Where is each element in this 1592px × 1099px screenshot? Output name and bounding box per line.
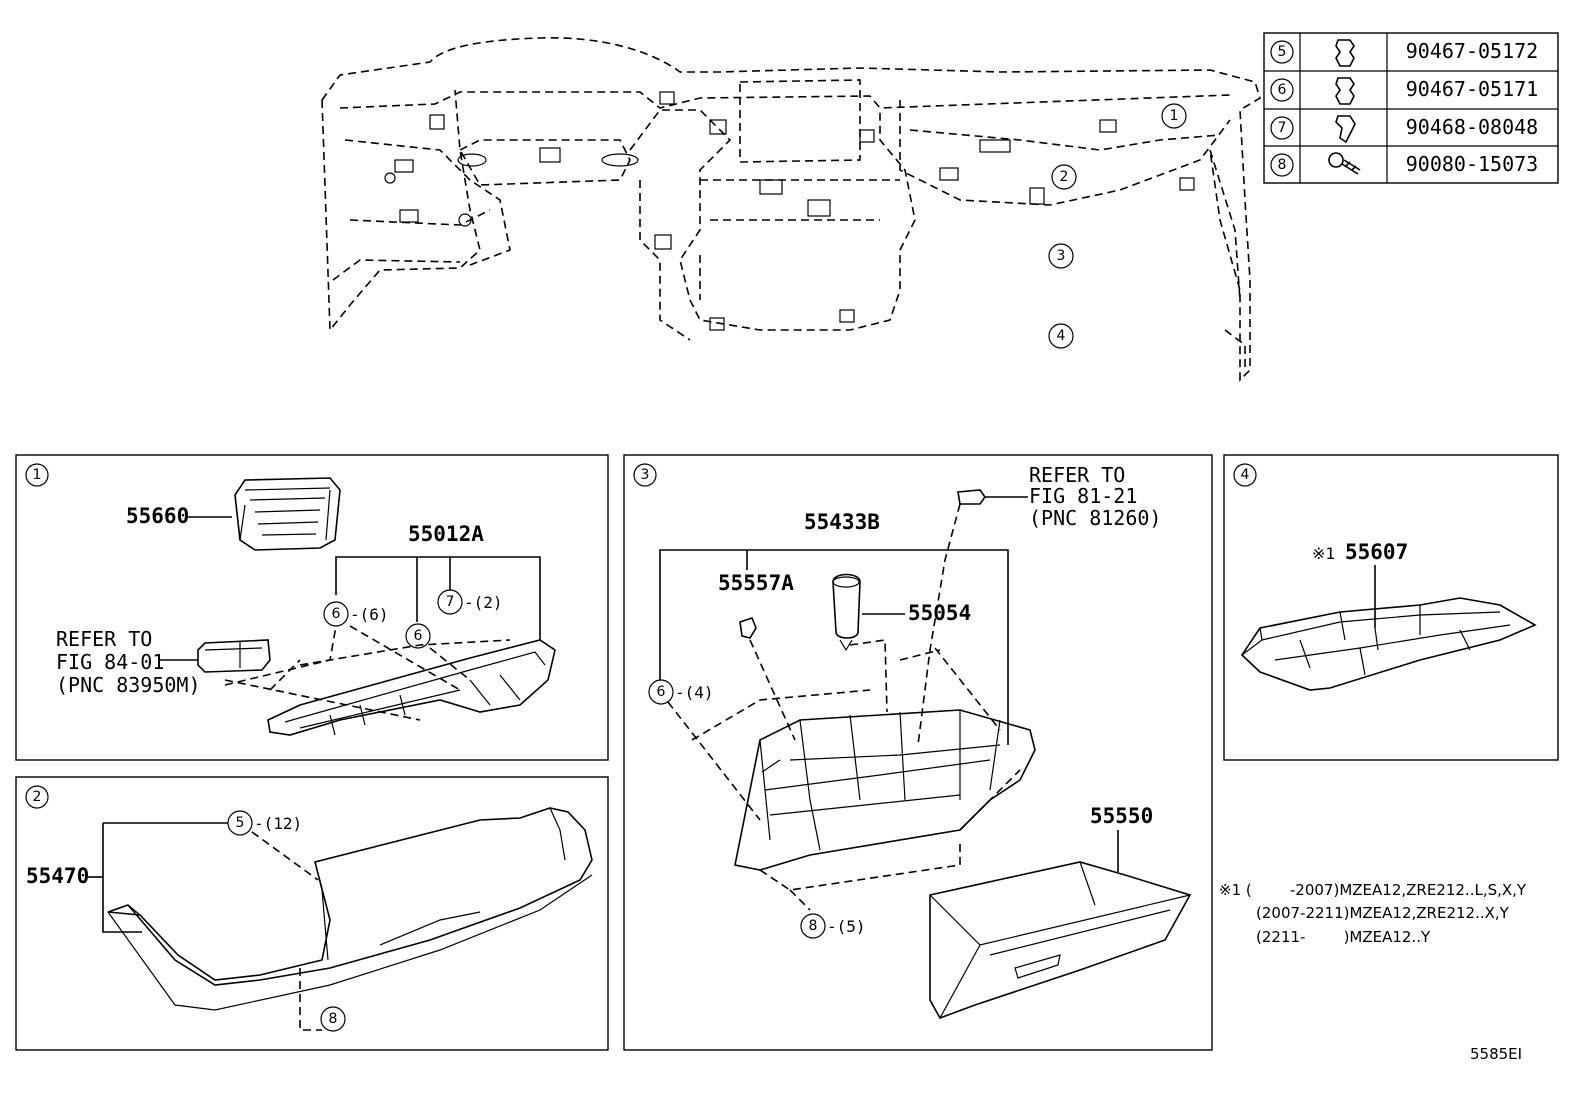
svg-text:1: 1	[1170, 108, 1179, 124]
refer-text: (PNC 81260)	[1029, 506, 1161, 530]
glove-box-door-part	[929, 861, 1192, 1019]
part-label-55054: 55054	[908, 601, 971, 625]
part-label-55660: 55660	[126, 504, 189, 528]
clip-icon	[1335, 115, 1356, 144]
callout-6c: 6	[648, 679, 674, 705]
table-row: 7 90468-08048	[1270, 115, 1538, 144]
switch-part	[234, 477, 341, 551]
part-label-55607: 55607	[1345, 540, 1408, 564]
svg-text:5: 5	[1278, 44, 1287, 60]
panel-2: 2 55470 5 -(12) 8	[15, 776, 609, 1051]
svg-text:2: 2	[33, 789, 42, 805]
svg-text:-(5): -(5)	[827, 917, 866, 936]
callout-8b: 8	[800, 913, 826, 939]
callout-7: 7	[437, 589, 463, 615]
refer-text: REFER TO	[1029, 463, 1125, 487]
svg-text:8: 8	[329, 1011, 338, 1027]
callout-2: 2	[1051, 164, 1077, 190]
svg-text:8: 8	[1278, 157, 1287, 173]
svg-text:-(6): -(6)	[350, 605, 389, 624]
svg-text:3: 3	[641, 467, 650, 483]
table-row: 8 90080-15073	[1270, 152, 1538, 177]
callout-6: 6	[323, 601, 349, 627]
svg-text:3: 3	[1057, 248, 1066, 264]
callout-4: 4	[1048, 323, 1074, 349]
instrument-panel-assembly	[321, 37, 1261, 382]
lamp-connector-part	[957, 489, 986, 505]
lower-finish-panel-part	[107, 807, 593, 1011]
figure-id: 5585EI	[1470, 1045, 1522, 1063]
svg-text:-(12): -(12)	[254, 814, 302, 833]
svg-text:6: 6	[414, 628, 423, 644]
panel-index-2: 2	[25, 785, 49, 809]
svg-text:90468-08048: 90468-08048	[1406, 115, 1538, 139]
panel-4: 4 ※1 55607	[1223, 454, 1559, 761]
svg-text:90080-15073: 90080-15073	[1406, 152, 1538, 176]
callout-5: 5	[227, 810, 253, 836]
panel-3: 3 REFER TO FIG 81-21 (PNC 81260) 55433B …	[623, 454, 1213, 1051]
panel-index-3: 3	[633, 463, 657, 487]
svg-text:5: 5	[236, 815, 245, 831]
svg-text:7: 7	[446, 594, 455, 610]
table-row: 5 90467-05172	[1270, 39, 1538, 67]
panel-1: 1 55660 55012A 6 -(6) 6 7 -(2) REFER TO …	[15, 454, 609, 761]
svg-text:-(4): -(4)	[675, 683, 714, 702]
part-label-55012A: 55012A	[408, 522, 484, 546]
part-label-55550: 55550	[1090, 804, 1153, 828]
svg-text:(2007-2211)MZEA12,ZRE212..X,Y: (2007-2211)MZEA12,ZRE212..X,Y	[1256, 904, 1510, 922]
callout-1: 1	[1161, 103, 1187, 129]
svg-text:(2211- )MZEA12..Y: (2211- )MZEA12..Y	[1256, 928, 1431, 946]
refer-text: FIG 84-01	[56, 650, 164, 674]
svg-text:4: 4	[1057, 328, 1066, 344]
svg-text:6: 6	[657, 684, 666, 700]
clip-icon	[1335, 77, 1355, 105]
svg-text:※1: ※1	[1312, 544, 1335, 563]
part-label-55470: 55470	[26, 864, 89, 888]
refer-text: REFER TO	[56, 627, 152, 651]
screw-icon	[1328, 152, 1361, 175]
callout-3: 3	[1048, 243, 1074, 269]
table-row: 6 90467-05171	[1270, 77, 1538, 105]
panel-index-1: 1	[25, 463, 49, 487]
connector-part	[197, 639, 271, 673]
part-label-55557A: 55557A	[718, 571, 794, 595]
damper-part	[739, 617, 757, 639]
svg-text:-(2): -(2)	[464, 593, 503, 612]
undercover-part	[1240, 597, 1537, 691]
callout-8: 8	[320, 1006, 346, 1032]
applicability-notes: ※1 ( -2007)MZEA12,ZRE212..L,S,X,Y (2007-…	[1219, 881, 1527, 946]
clip-icon	[1335, 39, 1355, 67]
hardware-table: 5 90467-05172 6 90467-05171 7 90468-0804…	[1263, 32, 1559, 184]
svg-text:2: 2	[1060, 169, 1069, 185]
svg-text:※1 ( -2007)MZEA12,ZRE21: ※1 ( -2007)MZEA12,ZRE212..L,S,X,Y	[1219, 881, 1527, 899]
svg-text:4: 4	[1241, 467, 1250, 483]
svg-text:90467-05171: 90467-05171	[1406, 77, 1538, 101]
svg-text:8: 8	[809, 918, 818, 934]
lamp-part	[832, 573, 861, 652]
svg-text:7: 7	[1278, 120, 1287, 136]
svg-text:1: 1	[33, 467, 42, 483]
glove-box-frame-part	[734, 709, 1036, 871]
svg-text:6: 6	[332, 606, 341, 622]
svg-text:90467-05172: 90467-05172	[1406, 39, 1538, 63]
refer-text: FIG 81-21	[1029, 484, 1137, 508]
callout-6b: 6	[405, 623, 431, 649]
refer-text: (PNC 83950M)	[56, 673, 201, 697]
panel-index-4: 4	[1233, 463, 1257, 487]
svg-text:6: 6	[1278, 82, 1287, 98]
part-label-55433B: 55433B	[804, 510, 880, 534]
register-panel-part	[267, 639, 556, 736]
